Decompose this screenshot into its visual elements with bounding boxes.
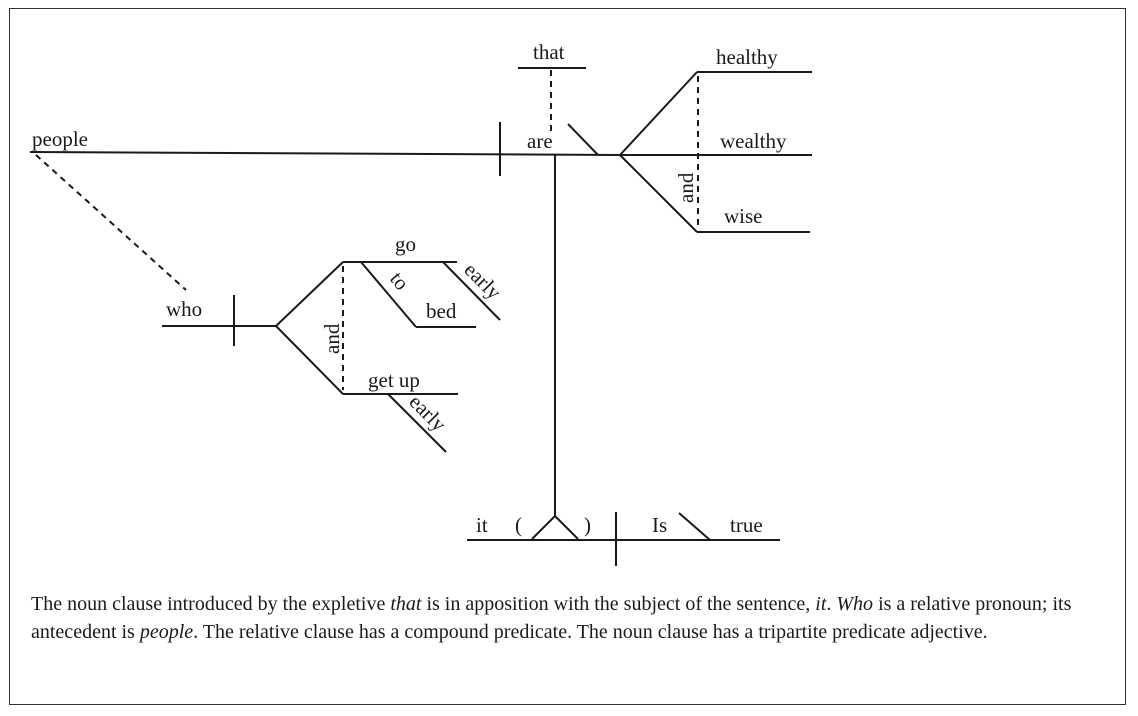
word-wealthy: wealthy (720, 129, 787, 153)
caption: The noun clause introduced by the explet… (31, 590, 1101, 646)
word-early-go: early (459, 258, 506, 305)
main-predicate-adjective-slash (678, 512, 711, 541)
word-bed: bed (426, 299, 457, 323)
paren-close: ) (584, 513, 591, 537)
diagram-frame (9, 8, 1126, 705)
predicate-adjective-slash (567, 123, 599, 156)
word-and-relative: and (320, 323, 344, 354)
word-are: are (527, 129, 553, 153)
word-get-up: get up (368, 368, 420, 392)
caption-who: Who (836, 593, 874, 615)
caption-text-5: . The relative clause has a compound pre… (193, 621, 988, 643)
caption-people: people (139, 621, 194, 643)
get-up-adverb-slash (387, 393, 447, 453)
word-it: it (476, 513, 488, 537)
pedestal-foot (531, 514, 579, 540)
word-and-predicate: and (674, 172, 698, 203)
preposition-slash (360, 261, 417, 328)
relative-dashed-connector (35, 154, 187, 291)
caption-text-3: . (826, 593, 837, 615)
word-that: that (533, 40, 565, 64)
relative-fork-lower (275, 325, 344, 395)
caption-that: that (390, 593, 422, 615)
word-early-get-up: early (404, 390, 451, 437)
caption-it: it (815, 593, 827, 615)
word-go: go (395, 232, 416, 256)
noun-clause-baseline (29, 151, 621, 156)
fork-upper-branch (619, 71, 698, 156)
relative-fork-upper (275, 261, 344, 327)
word-healthy: healthy (716, 45, 778, 69)
caption-text-1: The noun clause introduced by the explet… (31, 593, 391, 615)
caption-text-4: is a relative pronoun; its antecedent is (31, 593, 1072, 643)
word-to: to (385, 267, 414, 295)
word-wise: wise (724, 204, 763, 228)
caption-text-2: is in apposition with the subject of the… (421, 593, 816, 615)
word-true: true (730, 513, 763, 537)
go-adverb-slash (442, 261, 501, 321)
word-is: Is (652, 513, 667, 537)
paren-open: ( (515, 513, 522, 537)
fork-lower-branch (619, 154, 698, 233)
word-people: people (32, 127, 88, 151)
word-who: who (166, 297, 202, 321)
